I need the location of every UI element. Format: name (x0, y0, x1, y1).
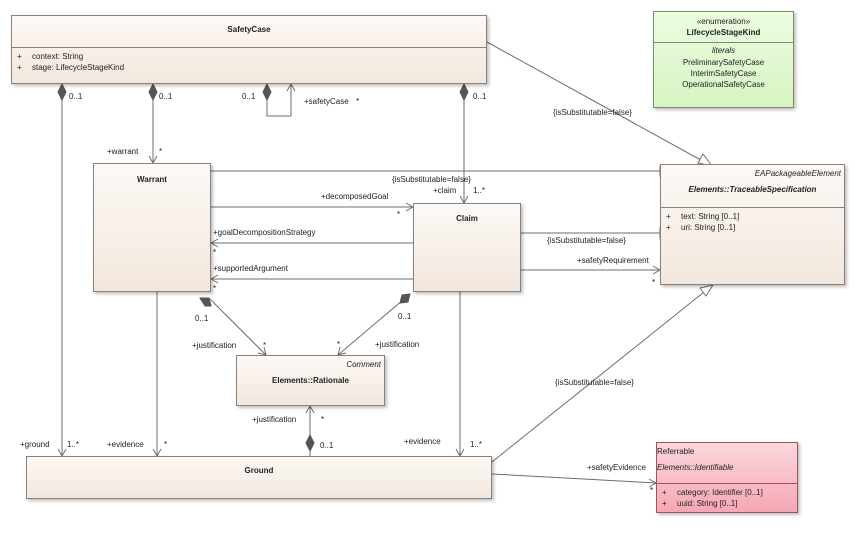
multiplicity-label: 0..1 (195, 314, 209, 323)
class-name: Claim (456, 214, 478, 223)
multiplicity-label: * (650, 486, 654, 495)
enum-name: LifecycleStageKind (686, 28, 761, 37)
role-label: +evidence (107, 440, 144, 449)
class-stereotype: Referrable (657, 447, 695, 456)
attribute-row: +uri: String [0..1] (666, 223, 736, 232)
self-arrowhead (286, 82, 296, 92)
lifecycle-enum[interactable]: «enumeration» LifecycleStageKind literal… (653, 11, 794, 108)
claim-rationale-line (337, 293, 411, 356)
rationale-class[interactable]: Comment Elements::Rationale (236, 355, 385, 406)
role-label: +decomposedGoal (321, 192, 389, 201)
ground-rat-arrowhead (305, 404, 315, 414)
multiplicity-label: 0..1 (159, 92, 173, 101)
composition-diamond (262, 82, 272, 102)
attribute-row: +uuid: String [0..1] (662, 499, 738, 508)
composition-diamond (57, 82, 67, 102)
role-label: +safetyEvidence (587, 463, 646, 472)
class-name: Ground (244, 466, 274, 475)
class-name: Elements::Identifiable (657, 463, 734, 472)
supported-arg-arrowhead (209, 274, 219, 284)
multiplicity-label: * (321, 415, 325, 424)
role-label: +warrant (107, 147, 139, 156)
enum-literal: PreliminarySafetyCase (682, 58, 765, 67)
safety-evidence-line (491, 473, 657, 484)
role-label: +safetyCase (304, 97, 349, 106)
multiplicity-label: 1..* (470, 440, 483, 449)
class-name: Elements::Rationale (272, 376, 349, 385)
multiplicity-label: * (652, 278, 656, 287)
attribute-row: +category: Identifier [0..1] (662, 488, 763, 497)
identifiable-class[interactable]: Referrable Elements::Identifiable +categ… (656, 442, 798, 513)
ground-class[interactable]: Ground (26, 456, 492, 499)
traceable-specification-class[interactable]: EAPackageableElement Elements::Traceable… (660, 164, 845, 285)
role-label: +evidence (404, 437, 441, 446)
multiplicity-label: 1..* (67, 440, 80, 449)
multiplicity-label: * (164, 440, 168, 449)
claim-class[interactable]: Claim (413, 203, 521, 292)
multiplicity-label: 0..1 (242, 92, 256, 101)
safetycase-self-line (266, 84, 292, 117)
warrant-class[interactable]: Warrant (93, 163, 211, 292)
attribute-row: +context: String (17, 52, 84, 61)
role-label: +goalDecompositionStrategy (213, 228, 316, 237)
class-stereotype: EAPackageableElement (754, 169, 841, 178)
composition-diamond (148, 82, 158, 102)
role-label: +justification (192, 341, 237, 350)
composition-diamond (305, 433, 315, 453)
constraint-label: {isSubstitutable=false} (392, 175, 471, 184)
multiplicity-label: 0..1 (398, 312, 412, 321)
class-stereotype: Comment (346, 360, 381, 369)
multiplicity-label: * (337, 340, 341, 349)
multiplicity-label: * (159, 147, 163, 156)
multiplicity-label: * (213, 284, 217, 293)
class-name: Elements::TraceableSpecification (688, 185, 817, 194)
multiplicity-label: 0..1 (69, 92, 83, 101)
enum-literal: OperationalSafetyCase (682, 80, 765, 89)
multiplicity-label: * (263, 341, 267, 350)
constraint-label: {isSubstitutable=false} (547, 236, 626, 245)
multiplicity-label: * (213, 248, 217, 257)
enum-literal: InterimSafetyCase (690, 69, 757, 78)
composition-diamond (199, 297, 212, 307)
composition-diamond (399, 293, 411, 304)
multiplicity-label: 1..* (473, 186, 486, 195)
safetycase-class[interactable]: SafetyCase +context: String +stage: Life… (11, 15, 487, 84)
constraint-label: {isSubstitutable=false} (555, 378, 634, 387)
attribute-row: +text: String [0..1] (666, 212, 740, 221)
role-label: +safetyRequirement (577, 256, 649, 265)
class-name: Warrant (137, 175, 167, 184)
ground-generalization-line (491, 291, 705, 463)
role-label: +justification (252, 415, 297, 424)
multiplicity-label: 0..1 (320, 441, 334, 450)
goal-decomp-arrowhead (209, 238, 219, 248)
enum-section: literals (711, 46, 736, 55)
attribute-row: +stage: LifecycleStageKind (17, 63, 125, 72)
composition-diamond (459, 82, 469, 102)
enum-stereotype: «enumeration» (696, 17, 751, 26)
role-label: +claim (433, 186, 457, 195)
class-name: SafetyCase (227, 25, 271, 34)
multiplicity-label: * (397, 210, 401, 219)
role-label: +supportedArgument (213, 264, 288, 273)
multiplicity-label: * (356, 97, 360, 106)
multiplicity-label: 0..1 (473, 92, 487, 101)
safetycase-generalization-line (486, 41, 709, 165)
ground-generalization-head (699, 284, 715, 297)
constraint-label: {isSubstitutable=false} (553, 108, 632, 117)
role-label: +justification (375, 340, 420, 349)
role-label: +ground (20, 440, 50, 449)
warrant-rationale-line (208, 297, 267, 356)
